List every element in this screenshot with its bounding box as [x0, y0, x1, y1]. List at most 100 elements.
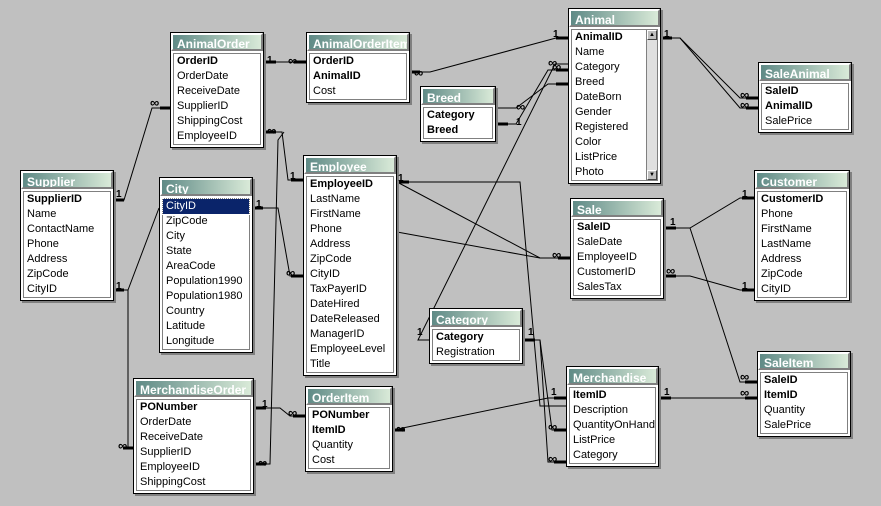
field-employee-id[interactable]: EmployeeID [310, 178, 373, 190]
field-zip-code[interactable]: ZipCode [27, 268, 69, 280]
field-sale-date[interactable]: SaleDate [577, 236, 623, 248]
field-list[interactable]: OrderID AnimalID Cost [309, 53, 407, 100]
field-quantity-on-hand[interactable]: QuantityOnHand [573, 419, 655, 431]
table-title[interactable]: AnimalOrder [171, 33, 263, 51]
field-category[interactable]: Category [436, 331, 484, 343]
field-employee-id[interactable]: EmployeeID [577, 251, 637, 263]
field-ponumber[interactable]: PONumber [312, 409, 370, 421]
scroll-down-icon[interactable]: ▼ [647, 170, 657, 180]
field-last-name[interactable]: LastName [310, 193, 361, 205]
field-gender[interactable]: Gender [575, 106, 612, 118]
field-manager-id[interactable]: ManagerID [310, 328, 365, 340]
field-quantity[interactable]: Quantity [764, 404, 805, 416]
field-sale-id[interactable]: SaleID [765, 85, 799, 97]
table-title[interactable]: Customer [755, 171, 849, 189]
field-supplier-id[interactable]: SupplierID [27, 193, 83, 205]
field-country[interactable]: Country [166, 305, 205, 317]
field-zip-code[interactable]: ZipCode [310, 253, 352, 265]
field-breed[interactable]: Breed [427, 124, 459, 136]
field-phone[interactable]: Phone [310, 223, 342, 235]
field-employee-id[interactable]: EmployeeID [177, 130, 237, 142]
field-quantity[interactable]: Quantity [312, 439, 353, 451]
field-color[interactable]: Color [575, 136, 602, 148]
field-city[interactable]: City [166, 230, 185, 242]
field-sale-price[interactable]: SalePrice [765, 115, 813, 127]
field-zip-code[interactable]: ZipCode [166, 215, 208, 227]
field-address[interactable]: Address [761, 253, 802, 265]
field-city-id[interactable]: CityID [310, 268, 340, 280]
table-title[interactable]: Sale [571, 199, 663, 217]
field-ponumber[interactable]: PONumber [140, 401, 198, 413]
field-cost[interactable]: Cost [313, 85, 336, 97]
field-animal-id[interactable]: AnimalID [765, 100, 813, 112]
field-population1980[interactable]: Population1980 [166, 290, 243, 302]
field-item-id[interactable]: ItemID [312, 424, 346, 436]
field-name[interactable]: Name [27, 208, 57, 220]
field-sale-id[interactable]: SaleID [764, 374, 798, 386]
field-supplier-id[interactable]: SupplierID [177, 100, 229, 112]
field-employee-level[interactable]: EmployeeLevel [310, 343, 386, 355]
field-receive-date[interactable]: ReceiveDate [177, 85, 240, 97]
table-title[interactable]: OrderItem [306, 387, 392, 405]
table-title[interactable]: MerchandiseOrder [134, 379, 253, 397]
field-customer-id[interactable]: CustomerID [761, 193, 824, 205]
table-title[interactable]: SaleAnimal [759, 63, 851, 81]
field-name[interactable]: Name [575, 46, 605, 58]
field-supplier-id[interactable]: SupplierID [140, 446, 192, 458]
field-customer-id[interactable]: CustomerID [577, 266, 636, 278]
field-date-hired[interactable]: DateHired [310, 298, 360, 310]
field-sales-tax[interactable]: SalesTax [577, 281, 622, 293]
table-title[interactable]: Merchandise [567, 367, 658, 385]
field-shipping-cost[interactable]: ShippingCost [140, 476, 206, 488]
field-category[interactable]: Category [427, 109, 475, 121]
field-animal-id[interactable]: AnimalID [313, 70, 361, 82]
field-longitude[interactable]: Longitude [166, 335, 215, 347]
table-title[interactable]: Breed [421, 87, 495, 105]
field-state[interactable]: State [166, 245, 192, 257]
field-order-date[interactable]: OrderDate [177, 70, 229, 82]
field-order-date[interactable]: OrderDate [140, 416, 192, 428]
table-title[interactable]: AnimalOrderItem [307, 33, 409, 51]
field-date-born[interactable]: DateBorn [575, 91, 622, 103]
field-tax-payer-id[interactable]: TaxPayerID [310, 283, 367, 295]
field-description[interactable]: Description [573, 404, 629, 416]
field-category[interactable]: Category [573, 449, 618, 461]
field-city-id[interactable]: CityID [761, 283, 791, 295]
field-list-price[interactable]: ListPrice [575, 151, 618, 163]
field-order-id[interactable]: OrderID [313, 55, 354, 67]
field-phone[interactable]: Phone [27, 238, 59, 250]
field-population1990[interactable]: Population1990 [166, 275, 243, 287]
field-registration[interactable]: Registration [436, 346, 495, 358]
table-title[interactable]: Category [430, 309, 522, 327]
table-title[interactable]: SaleItem [758, 352, 850, 370]
field-city-id[interactable]: CityID [27, 283, 57, 295]
field-last-name[interactable]: LastName [761, 238, 812, 250]
field-item-id[interactable]: ItemID [764, 389, 798, 401]
field-address[interactable]: Address [310, 238, 351, 250]
field-order-id[interactable]: OrderID [177, 55, 218, 67]
scroll-up-icon[interactable]: ▲ [647, 30, 657, 40]
field-first-name[interactable]: FirstName [761, 223, 812, 235]
field-category[interactable]: Category [575, 61, 620, 73]
field-sale-price[interactable]: SalePrice [764, 419, 812, 431]
